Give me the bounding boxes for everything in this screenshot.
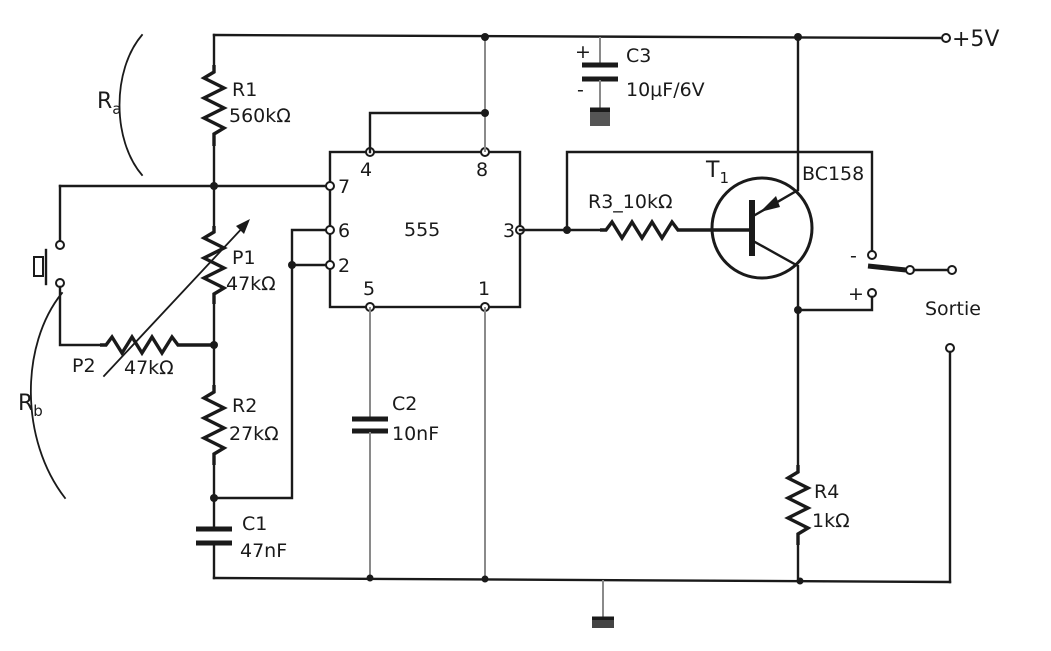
output-switch bbox=[794, 250, 957, 314]
output-label: Sortie bbox=[925, 298, 981, 320]
r4-name: R4 bbox=[814, 481, 839, 503]
potentiometer-p1 bbox=[200, 184, 228, 387]
pin-5-label: 5 bbox=[363, 278, 375, 300]
capacitor-c1 bbox=[196, 496, 232, 580]
pin-2-label: 2 bbox=[338, 255, 350, 277]
resistor-r4 bbox=[784, 308, 812, 583]
c3-name: C3 bbox=[626, 45, 651, 67]
ganged-adjust-arrow bbox=[102, 219, 250, 378]
pin-6-label: 6 bbox=[338, 220, 350, 242]
rb-label: Rb bbox=[18, 391, 43, 420]
supply-rail bbox=[212, 33, 951, 67]
c2-value: 10nF bbox=[392, 423, 439, 445]
switch-plus: + bbox=[848, 283, 864, 305]
pin4-pin8-wire bbox=[368, 33, 489, 154]
output-ground-terminal bbox=[945, 343, 955, 584]
r1-value: 560kΩ bbox=[229, 105, 291, 127]
p2-name: P2 bbox=[72, 355, 96, 377]
ra-label: Ra bbox=[97, 89, 122, 118]
switch-feed-wire bbox=[565, 150, 874, 252]
t1-model: BC158 bbox=[802, 163, 864, 185]
resistor-r1 bbox=[200, 65, 228, 187]
pin-4-label: 4 bbox=[360, 159, 372, 181]
ground-symbol bbox=[592, 616, 614, 628]
rb-bracket bbox=[29, 291, 67, 500]
c1-value: 47nF bbox=[240, 540, 287, 562]
c3-plus: + bbox=[575, 41, 591, 63]
transistor-t1 bbox=[710, 33, 814, 312]
trigger-threshold-wire bbox=[212, 228, 332, 500]
capacitor-c2 bbox=[352, 307, 388, 578]
r1-name: R1 bbox=[232, 79, 257, 101]
c3-minus: - bbox=[577, 79, 584, 101]
pin-7-label: 7 bbox=[338, 176, 350, 198]
c1-name: C1 bbox=[242, 513, 267, 535]
pin-8-label: 8 bbox=[476, 159, 488, 181]
pin7-wire bbox=[58, 182, 332, 242]
r2-value: 27kΩ bbox=[229, 423, 279, 445]
potentiometer-p2 bbox=[100, 333, 214, 357]
p1-value: 47kΩ bbox=[226, 273, 276, 295]
ic-name: 555 bbox=[404, 219, 440, 241]
capacitor-c3 bbox=[582, 37, 618, 126]
p2-value: 47kΩ bbox=[124, 357, 174, 379]
r3-name: R3_10kΩ bbox=[588, 191, 673, 213]
supply-label: +5V bbox=[952, 27, 999, 52]
push-button bbox=[33, 240, 102, 347]
t1-label: T1 bbox=[705, 158, 729, 187]
resistor-r2 bbox=[200, 385, 228, 502]
r2-name: R2 bbox=[232, 395, 257, 417]
r4-value: 1kΩ bbox=[812, 510, 850, 532]
c3-value: 10μF/6V bbox=[626, 79, 705, 101]
c2-name: C2 bbox=[392, 393, 417, 415]
p1-name: P1 bbox=[232, 247, 256, 269]
pin-1-label: 1 bbox=[478, 278, 490, 300]
ground-rail bbox=[212, 574, 952, 618]
resistor-r3 bbox=[518, 218, 752, 242]
pin-3-label: 3 bbox=[503, 220, 515, 242]
switch-minus: - bbox=[850, 245, 857, 267]
ra-bracket bbox=[118, 33, 144, 177]
